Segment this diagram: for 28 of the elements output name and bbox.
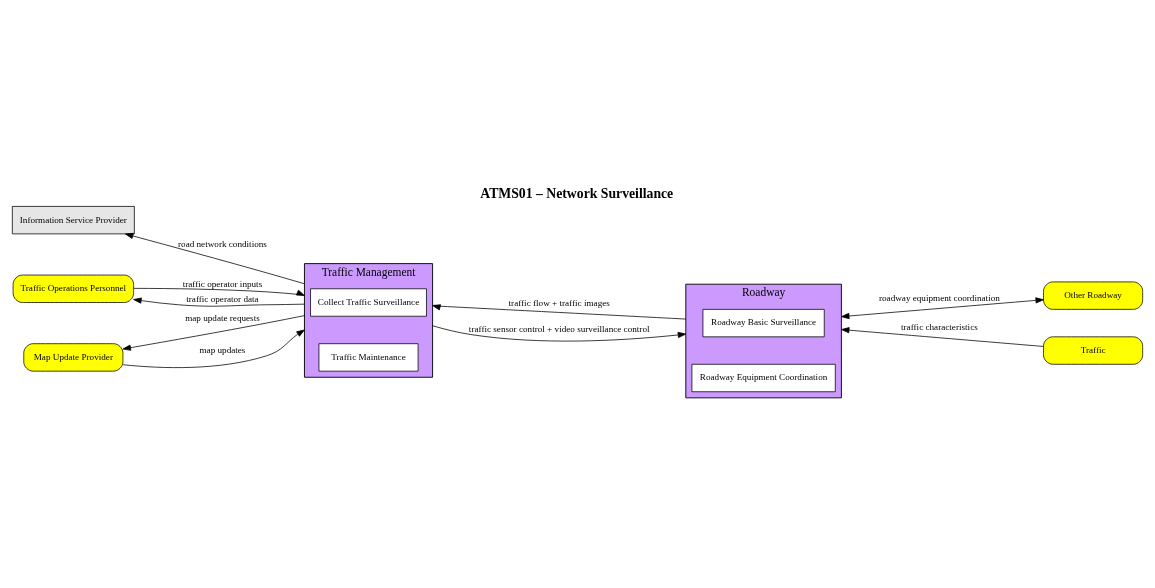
node-box: Roadway Equipment Coordination bbox=[691, 363, 836, 392]
arrow bbox=[432, 303, 687, 319]
node-box: Information Service Provider bbox=[11, 205, 135, 234]
node-box: Map Update Provider bbox=[23, 342, 124, 372]
node-box: Other Roadway bbox=[1043, 281, 1144, 310]
edge-label: map update requests bbox=[185, 312, 260, 323]
edge-label: traffic characteristics bbox=[901, 321, 978, 332]
edge-label: traffic flow + traffic images bbox=[508, 297, 610, 308]
edge-label: traffic operator data bbox=[186, 293, 259, 304]
edge-label: map updates bbox=[199, 344, 246, 355]
arrow bbox=[841, 296, 1044, 319]
arrow bbox=[125, 232, 305, 284]
arrow bbox=[432, 324, 687, 341]
node-box: Traffic Operations Personnel bbox=[12, 274, 134, 303]
arrow bbox=[122, 314, 305, 351]
arrow bbox=[841, 326, 1044, 347]
edge-label: traffic sensor control + video surveillance control bbox=[468, 323, 650, 334]
node-box: Roadway Basic Surveillance bbox=[702, 308, 825, 337]
node-box: Traffic Maintenance bbox=[318, 342, 419, 372]
node-box: Traffic bbox=[1043, 335, 1144, 365]
arrow bbox=[122, 329, 305, 368]
diagram-title: ATMS01 – Network Surveillance bbox=[480, 185, 674, 201]
arrow bbox=[133, 297, 305, 307]
edge-label: roadway equipment coordination bbox=[878, 292, 1000, 303]
node-box: Collect Traffic Surveillance bbox=[310, 287, 427, 317]
arrow bbox=[133, 287, 305, 296]
edge-label: road network conditions bbox=[178, 238, 267, 249]
edge-label: traffic operator inputs bbox=[182, 278, 263, 289]
